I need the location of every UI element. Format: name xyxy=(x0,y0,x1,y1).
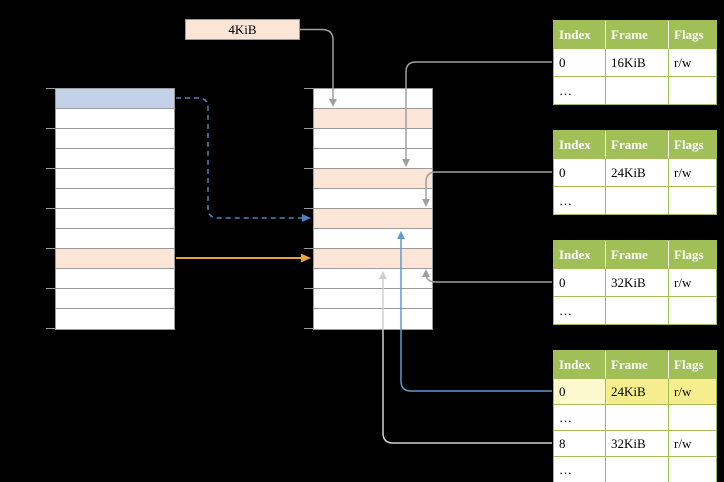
memory-row-white xyxy=(56,209,174,229)
table-row: … xyxy=(554,297,717,325)
table-cell xyxy=(606,297,669,325)
column-header: Flags xyxy=(669,351,717,379)
memory-row-white xyxy=(314,269,432,289)
table-cell xyxy=(669,405,717,431)
column-header: Flags xyxy=(669,241,717,269)
memory-row-white xyxy=(56,309,174,329)
table-cell xyxy=(669,297,717,325)
memory-row-white xyxy=(314,89,432,109)
memory-row-white xyxy=(314,189,432,209)
table-cell: 0 xyxy=(554,269,606,297)
table-cell: r/w xyxy=(669,49,717,77)
memory-row-white xyxy=(56,229,174,249)
table-row: … xyxy=(554,457,717,482)
virtual-memory-column xyxy=(55,88,175,330)
memory-row-white xyxy=(314,229,432,249)
virtual-lookup-arrow xyxy=(176,97,311,222)
table-row: … xyxy=(554,77,717,105)
table-cell: r/w xyxy=(669,159,717,187)
memory-row-white xyxy=(56,149,174,169)
memory-row-peach xyxy=(314,249,432,269)
physical-memory-column xyxy=(313,88,433,330)
memory-row-peach xyxy=(314,109,432,129)
memory-row-white xyxy=(56,169,174,189)
memory-row-white xyxy=(56,189,174,209)
column-header: Frame xyxy=(606,131,669,159)
memory-row-white xyxy=(314,309,432,329)
table-cell xyxy=(606,187,669,215)
table-cell xyxy=(669,187,717,215)
table-row: … xyxy=(554,405,717,431)
memory-row-white xyxy=(56,269,174,289)
table-cell: 32KiB xyxy=(606,431,669,457)
memory-row-white xyxy=(56,289,174,309)
memory-row-peach xyxy=(314,169,432,189)
memory-row-white xyxy=(56,129,174,149)
table-cell: r/w xyxy=(669,269,717,297)
column-header: Index xyxy=(554,21,606,49)
table-cell: … xyxy=(554,77,606,105)
column-header: Index xyxy=(554,131,606,159)
column-header: Index xyxy=(554,241,606,269)
table-cell: r/w xyxy=(669,379,717,405)
memory-row-peach xyxy=(314,209,432,229)
column-header: Flags xyxy=(669,21,717,49)
table-cell: 0 xyxy=(554,379,606,405)
memory-row-blue xyxy=(56,89,174,109)
column-header: Frame xyxy=(606,21,669,49)
memory-row-white xyxy=(56,109,174,129)
table-cell: 8 xyxy=(554,431,606,457)
table-cell: … xyxy=(554,457,606,482)
memory-row-white xyxy=(314,149,432,169)
table-cell: 16KiB xyxy=(606,49,669,77)
table-cell xyxy=(669,77,717,105)
memory-row-peach xyxy=(56,249,174,269)
table-cell: r/w xyxy=(669,431,717,457)
table-cell: 24KiB xyxy=(606,159,669,187)
table-cell: … xyxy=(554,297,606,325)
table-cell: 0 xyxy=(554,49,606,77)
table-cell: … xyxy=(554,405,606,431)
page-size-label: 4KiB xyxy=(185,19,300,40)
memory-row-white xyxy=(314,129,432,149)
table-cell xyxy=(606,457,669,482)
table-cell xyxy=(669,457,717,482)
page-mapping-arrow xyxy=(176,253,311,263)
table2-frame-arrow xyxy=(422,171,552,207)
table-cell xyxy=(606,77,669,105)
column-header: Frame xyxy=(606,351,669,379)
column-header: Flags xyxy=(669,131,717,159)
column-header: Index xyxy=(554,351,606,379)
table3-frame-arrow xyxy=(422,269,552,283)
table-cell: 0 xyxy=(554,159,606,187)
table-cell: 32KiB xyxy=(606,269,669,297)
column-header: Frame xyxy=(606,241,669,269)
table-cell: … xyxy=(554,187,606,215)
table-row: … xyxy=(554,187,717,215)
table-cell xyxy=(606,405,669,431)
table-cell: 24KiB xyxy=(606,379,669,405)
memory-row-white xyxy=(314,289,432,309)
